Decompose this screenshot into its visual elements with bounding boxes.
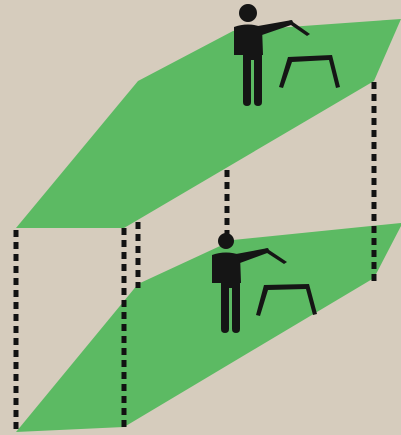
upper-person-head: [239, 4, 257, 22]
lower-person-head: [218, 233, 234, 249]
